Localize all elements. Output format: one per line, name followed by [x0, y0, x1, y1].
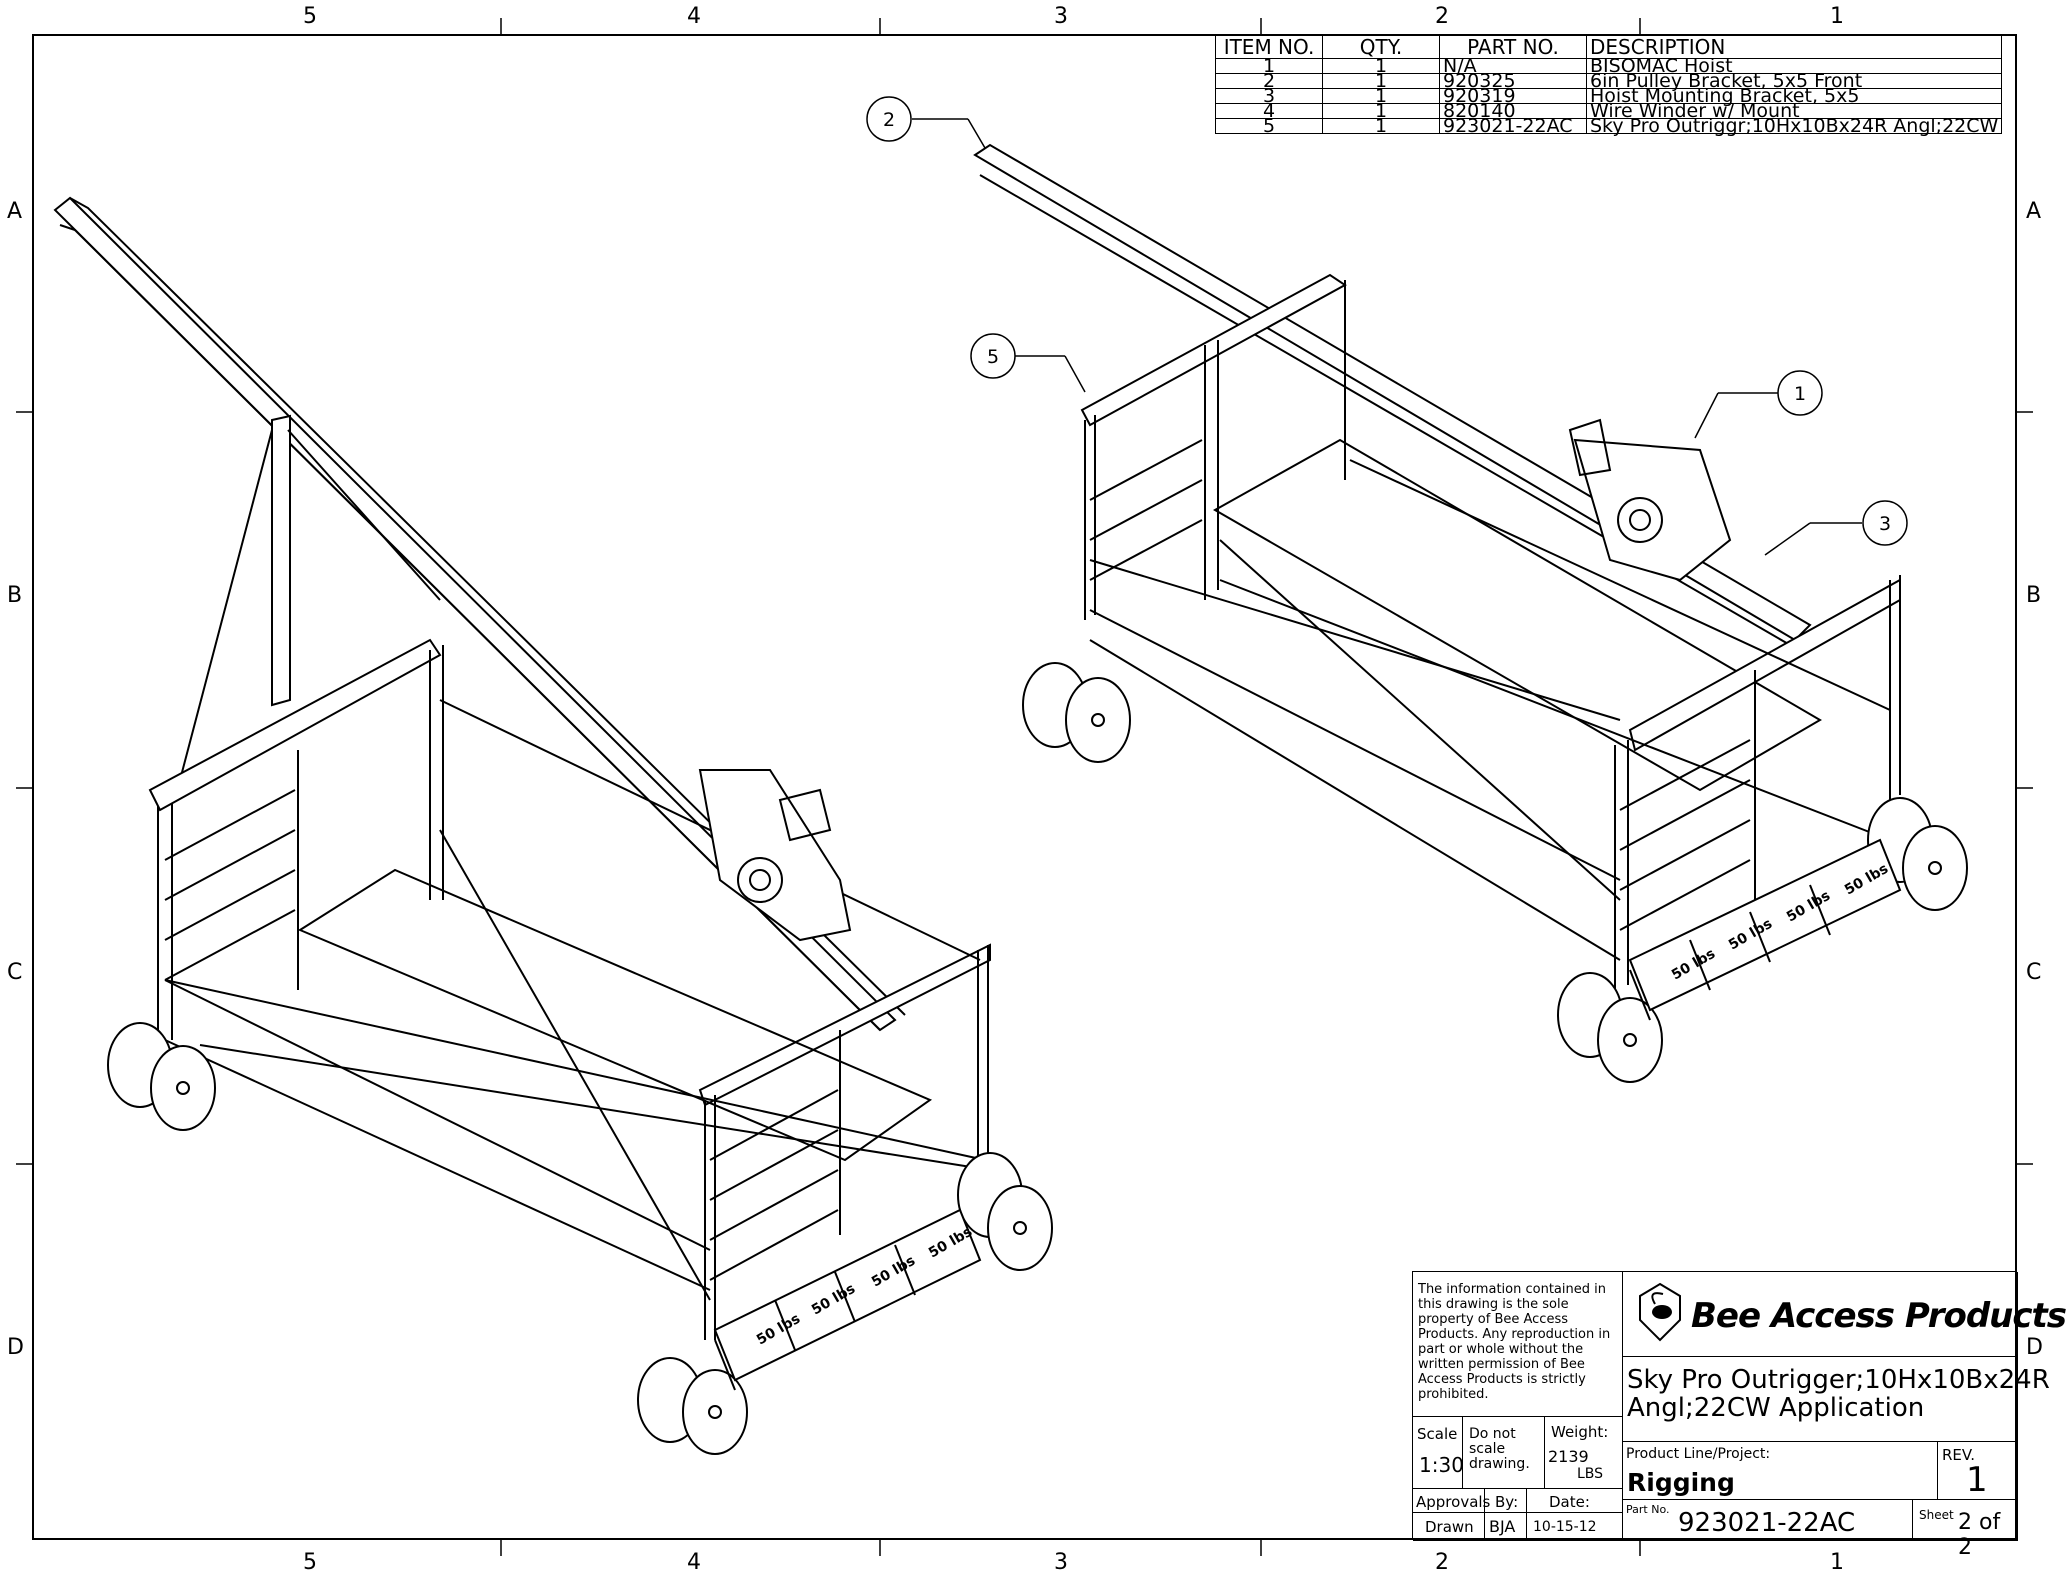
weight-label: Weight:	[1551, 1423, 1609, 1441]
weight-cell: Weight: 2139 LBS	[1545, 1417, 1623, 1489]
table-row: 3 1 920319 Hoist Mounting Bracket, 5x5	[1215, 87, 2003, 106]
zone-col-1-top: 1	[1830, 4, 1844, 29]
part-number-label: Part No.	[1626, 1503, 1670, 1516]
zone-row-b-left: B	[7, 583, 23, 608]
sheet-cell: Sheet 2 of 2	[1913, 1500, 2018, 1560]
by-label: By:	[1495, 1493, 1519, 1511]
bom-part: 923021-22AC	[1439, 117, 1587, 136]
bom-desc: Hoist Mounting Bracket, 5x5	[1585, 87, 2003, 106]
sheet-border	[32, 34, 2017, 1540]
zone-row-c-left: C	[7, 960, 23, 985]
drawn-date-cell: 10-15-12	[1527, 1513, 1623, 1541]
weight-value: 2139	[1548, 1447, 1589, 1466]
zone-col-5-top: 5	[303, 4, 317, 29]
revision-label: REV.	[1942, 1446, 1975, 1464]
company-logo-cell: Bee Access Products	[1623, 1272, 2066, 1357]
zone-col-5-bottom: 5	[303, 1550, 317, 1575]
revision-value: 1	[1966, 1460, 1988, 1500]
callout-1-bubble	[1777, 370, 1823, 416]
drawing-title-line2: Angl;22CW Application	[1627, 1393, 1925, 1423]
part-number-value: 923021-22AC	[1678, 1508, 1856, 1538]
confidentiality-notice: The information contained in this drawin…	[1418, 1282, 1611, 1402]
bom-item: 5	[1215, 117, 1323, 136]
part-number-cell: Part No. 923021-22AC	[1623, 1500, 1913, 1541]
zone-row-d-left: D	[7, 1335, 24, 1360]
callout-3-bubble	[1862, 500, 1908, 546]
product-line-value: Rigging	[1627, 1468, 1735, 1497]
drawn-by-cell: BJA	[1485, 1513, 1527, 1541]
bill-of-materials-table: ITEM NO. QTY. PART NO. DESCRIPTION 1 1 N…	[1215, 35, 2003, 136]
bom-qty: 1	[1322, 117, 1440, 136]
zone-row-a-left: A	[7, 199, 23, 224]
table-row: 1 1 N/A BISOMAC Hoist	[1215, 57, 2003, 76]
zone-col-4-top: 4	[687, 4, 701, 29]
company-name: Bee Access Products	[1691, 1296, 2066, 1336]
zone-col-3-bottom: 3	[1054, 1550, 1068, 1575]
zone-row-b-right: B	[2026, 583, 2042, 608]
drawn-by: BJA	[1489, 1517, 1516, 1536]
zone-row-c-right: C	[2026, 960, 2042, 985]
zone-row-a-right: A	[2026, 199, 2042, 224]
sheet-value: 2 of 2	[1958, 1510, 2001, 1560]
bom-header-qty: QTY.	[1322, 35, 1440, 59]
zone-col-4-bottom: 4	[687, 1550, 701, 1575]
drawn-label: Drawn	[1425, 1518, 1474, 1536]
bom-desc: Sky Pro Outriggr;10Hx10Bx24R Angl;22CW	[1585, 117, 2003, 136]
zone-row-d-right: D	[2026, 1335, 2043, 1360]
callout-2-bubble	[866, 96, 912, 142]
table-row: 5 1 923021-22AC Sky Pro Outriggr;10Hx10B…	[1215, 117, 2003, 136]
drawing-title-line1: Sky Pro Outrigger;10Hx10Bx24R	[1627, 1365, 2050, 1395]
zone-col-1-bottom: 1	[1830, 1550, 1844, 1575]
bom-part: 920325	[1439, 72, 1587, 91]
confidentiality-notice-cell: The information contained in this drawin…	[1413, 1272, 1623, 1417]
product-line-label: Product Line/Project:	[1626, 1446, 1771, 1462]
left-outrigger-assembly	[53, 196, 1053, 1455]
callout-3-label: 3	[1879, 513, 1891, 535]
callout-1-label: 1	[1794, 383, 1806, 405]
bom-header-desc: DESCRIPTION	[1585, 35, 2003, 59]
title-block: The information contained in this drawin…	[1412, 1271, 2066, 1560]
product-line-cell: Product Line/Project: Rigging	[1623, 1442, 1938, 1500]
do-not-scale-note: Do not scale drawing.	[1469, 1426, 1530, 1472]
callout-5-bubble	[970, 333, 1016, 379]
callout-5-label: 5	[987, 346, 999, 368]
weight-unit: LBS	[1577, 1466, 1604, 1482]
sheet-label: Sheet	[1919, 1508, 1954, 1522]
bom-desc: Wire Winder w/ Mount	[1585, 102, 2003, 121]
zone-col-3-top: 3	[1054, 4, 1068, 29]
scale-label: Scale	[1417, 1425, 1458, 1443]
callout-2-label: 2	[883, 109, 895, 131]
bom-item: 1	[1215, 57, 1323, 76]
bom-header-row: ITEM NO. QTY. PART NO. DESCRIPTION	[1215, 35, 2003, 59]
scale-value: 1:30	[1419, 1453, 1464, 1477]
scale-cell: Scale 1:30	[1413, 1417, 1464, 1489]
bom-header-item: ITEM NO.	[1215, 35, 1323, 59]
right-outrigger-assembly	[973, 143, 1968, 1083]
bom-header-part: PART NO.	[1439, 35, 1587, 59]
date-label: Date:	[1549, 1493, 1590, 1511]
do-not-scale-cell: Do not scale drawing.	[1463, 1417, 1545, 1489]
approvals-header-cell: Approvals	[1413, 1489, 1490, 1513]
drawing-title-cell: Sky Pro Outrigger;10Hx10Bx24R Angl;22CW …	[1623, 1357, 2050, 1442]
bee-logo-icon	[1639, 1282, 1681, 1342]
zone-col-2-top: 2	[1435, 4, 1449, 29]
approvals-label: Approvals	[1416, 1493, 1491, 1511]
by-header-cell: By:	[1485, 1489, 1527, 1513]
drawn-date: 10-15-12	[1533, 1519, 1597, 1535]
date-header-cell: Date:	[1527, 1489, 1623, 1513]
bom-desc: BISOMAC Hoist	[1585, 57, 2003, 76]
zone-col-2-bottom: 2	[1435, 1550, 1449, 1575]
revision-cell: REV. 1	[1938, 1442, 2018, 1500]
drawn-cell: Drawn	[1413, 1513, 1485, 1541]
